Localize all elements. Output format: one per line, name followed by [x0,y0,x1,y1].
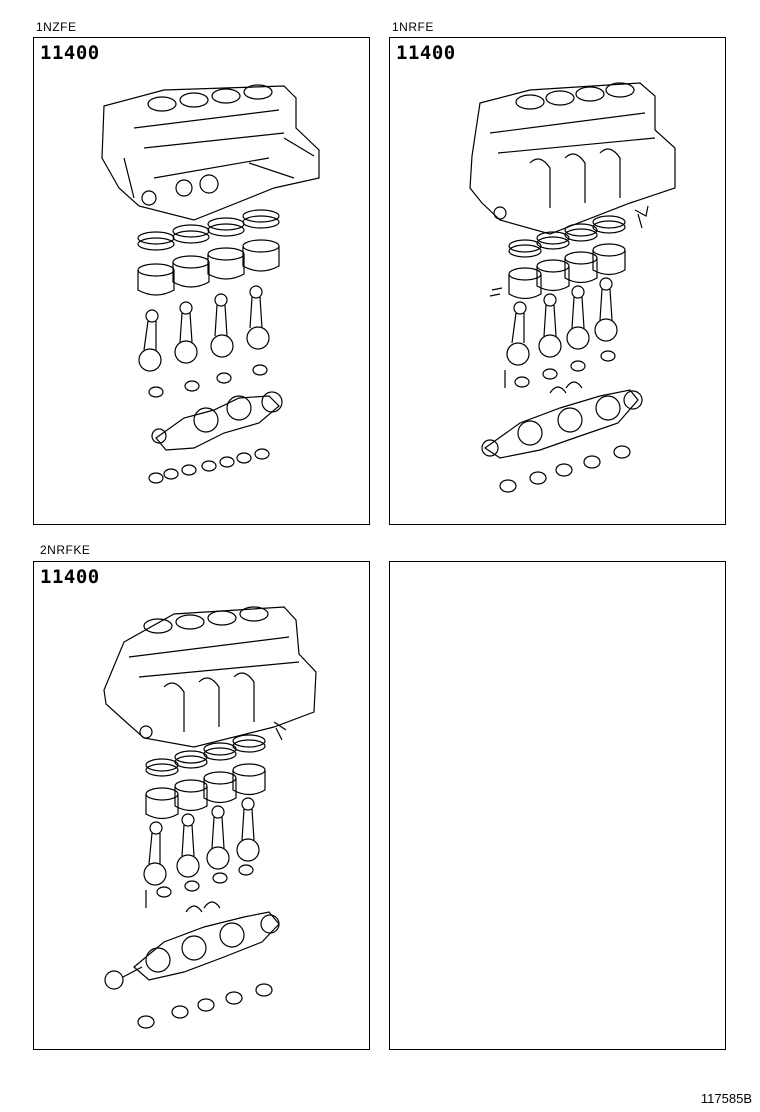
panel-1nrfe: 11400 [389,37,726,525]
engine-label-1nzfe: 1NZFE [36,20,77,34]
part-number[interactable]: 11400 [396,42,456,64]
rod-bearing-icon [515,351,615,387]
cylinder-block-icon [102,85,319,220]
piston-icon [490,244,625,299]
cylinder-block-icon [104,607,316,747]
rod-bearing-icon [149,365,267,397]
piston-ring-set-icon [509,216,625,257]
panel-1nzfe: 11400 [33,37,370,525]
connecting-rod-icon [507,278,617,365]
engine-block-assembly-diagram [34,38,369,524]
part-number[interactable]: 11400 [40,566,100,588]
main-bearing-icon [149,449,269,483]
piston-icon [146,764,265,819]
thrust-washer-icon [550,382,582,393]
engine-label-1nrfe: 1NRFE [392,20,434,34]
thrust-washer-icon [186,902,220,912]
main-bearing-icon [500,446,630,492]
panel-2nrfke: 11400 [33,561,370,1050]
piston-icon [138,240,279,295]
piston-ring-set-icon [138,210,279,250]
bolt-icon [274,722,286,740]
part-number[interactable]: 11400 [40,42,100,64]
main-bearing-icon [138,984,272,1028]
cylinder-block-icon [470,83,675,234]
crankshaft-icon [482,390,642,458]
piston-ring-set-icon [146,735,265,776]
engine-label-2nrfke: 2NRFKE [40,543,91,557]
bolt-icon [635,206,648,228]
panel-empty [389,561,726,1050]
connecting-rod-icon [139,286,269,371]
crankshaft-icon [105,912,279,989]
connecting-rod-icon [144,798,259,885]
crankshaft-icon [152,392,282,450]
diagram-reference-number: 117585B [700,1091,752,1106]
rod-bearing-icon [157,865,253,897]
engine-block-assembly-diagram [390,38,725,524]
engine-block-assembly-diagram [34,562,369,1049]
